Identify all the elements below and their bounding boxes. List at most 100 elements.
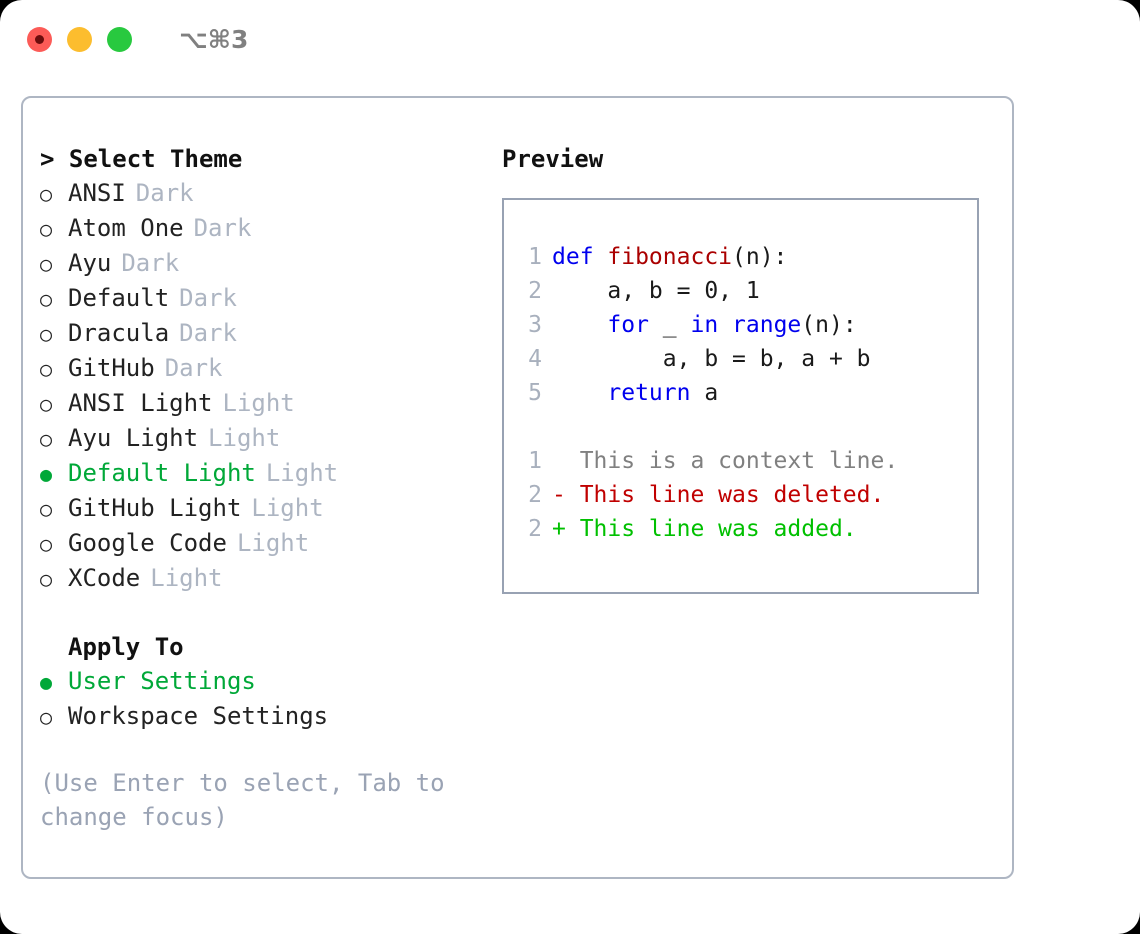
traffic-lights xyxy=(27,26,132,52)
theme-list-item[interactable]: ○ Ayu Light Light xyxy=(40,421,486,456)
theme-label: ANSI xyxy=(68,179,126,207)
code-token-keyword: def xyxy=(552,244,608,270)
theme-badge: Light xyxy=(150,564,223,592)
code-content: return a xyxy=(552,376,718,410)
radio-icon[interactable]: ○ xyxy=(40,322,53,346)
theme-label: ANSI Light xyxy=(68,389,213,417)
main-panel: > Select Theme ○ ANSI Dark ○ Atom One Da… xyxy=(21,96,1014,879)
theme-list-item[interactable]: ○ Atom One Dark xyxy=(40,211,486,246)
code-line: 3 for _ in range(n): xyxy=(518,308,977,342)
diff-line-added: 2 + This line was added. xyxy=(518,512,977,546)
theme-label: Ayu Light xyxy=(68,424,199,452)
code-token-plain: _ xyxy=(648,312,691,338)
theme-badge: Dark xyxy=(179,284,237,312)
recording-indicator-icon xyxy=(35,34,44,44)
maximize-button-icon[interactable] xyxy=(107,26,132,52)
radio-icon[interactable]: ○ xyxy=(40,287,53,311)
theme-badge: Dark xyxy=(164,354,223,382)
theme-badge: Dark xyxy=(179,319,237,347)
preview-column: Preview 1 def fibonacci(n): 2 a, b = 0, … xyxy=(486,142,1012,877)
code-token-plain: (n): xyxy=(732,244,788,270)
code-line: 2 a, b = 0, 1 xyxy=(518,274,977,308)
theme-badge: Light xyxy=(236,529,310,557)
diff-gap-spacer xyxy=(518,410,977,444)
apply-to-label: Workspace Settings xyxy=(68,702,329,730)
radio-icon[interactable]: ○ xyxy=(40,357,53,381)
window-title-shortcut: ⌥⌘3 xyxy=(179,24,249,54)
theme-selector-column: > Select Theme ○ ANSI Dark ○ Atom One Da… xyxy=(23,142,486,877)
code-token-keyword: return xyxy=(607,380,691,406)
radio-icon[interactable]: ○ xyxy=(40,392,53,416)
radio-selected-icon[interactable]: ● xyxy=(40,670,53,694)
diff-content: + This line was added. xyxy=(552,516,857,542)
line-number: 4 xyxy=(528,346,542,372)
theme-list-item[interactable]: ○ XCode Light xyxy=(40,561,486,596)
theme-list-item[interactable]: ○ GitHub Dark xyxy=(40,351,486,386)
code-token-plain xyxy=(718,312,732,338)
code-content: a, b = b, a + b xyxy=(552,342,871,376)
theme-badge: Light xyxy=(251,494,324,522)
apply-to-header: Apply To xyxy=(68,633,184,661)
theme-label: Default Light xyxy=(68,459,256,487)
apply-to-item-selected[interactable]: ● User Settings xyxy=(40,664,486,699)
apply-to-list: ● User Settings ○ Workspace Settings xyxy=(40,664,486,734)
title-bar: ⌥⌘3 xyxy=(0,0,1140,78)
minimize-button-icon[interactable] xyxy=(67,26,92,52)
code-token-plain xyxy=(552,312,607,338)
diff-content: - This line was deleted. xyxy=(552,482,885,508)
code-token-plain: a, b = b, a + b xyxy=(552,346,871,372)
line-number: 2 xyxy=(528,482,542,508)
radio-icon[interactable]: ○ xyxy=(40,427,53,451)
code-token-keyword: for xyxy=(607,312,649,338)
theme-label: Dracula xyxy=(68,319,170,347)
theme-list-item[interactable]: ○ Google Code Light xyxy=(40,526,486,561)
radio-icon[interactable]: ○ xyxy=(40,705,53,729)
theme-list-item[interactable]: ○ Ayu Dark xyxy=(40,246,486,281)
theme-badge: Light xyxy=(222,389,295,417)
line-number: 5 xyxy=(528,380,542,406)
apply-to-label: User Settings xyxy=(68,667,256,695)
diff-line-deleted: 2 - This line was deleted. xyxy=(518,478,977,512)
radio-icon[interactable]: ○ xyxy=(40,532,53,556)
theme-badge: Light xyxy=(265,459,339,487)
code-token-keyword: in xyxy=(690,312,719,338)
theme-label: Atom One xyxy=(68,214,184,242)
code-token-plain xyxy=(552,380,607,406)
theme-list: ○ ANSI Dark ○ Atom One Dark ○ Ayu Dark xyxy=(40,176,486,596)
theme-label: GitHub Light xyxy=(68,494,242,522)
theme-label: GitHub xyxy=(68,354,155,382)
theme-badge: Dark xyxy=(193,214,252,242)
radio-icon[interactable]: ○ xyxy=(40,567,53,591)
theme-badge: Light xyxy=(208,424,281,452)
radio-icon[interactable]: ○ xyxy=(40,252,53,276)
radio-icon[interactable]: ○ xyxy=(40,497,53,521)
code-token-plain: a xyxy=(690,380,719,406)
preview-box: 1 def fibonacci(n): 2 a, b = 0, 1 3 for … xyxy=(502,198,979,594)
line-number: 2 xyxy=(528,516,542,542)
theme-list-item-selected[interactable]: ● Default Light Light xyxy=(40,456,486,491)
theme-list-item[interactable]: ○ GitHub Light Light xyxy=(40,491,486,526)
code-token-plain: (n): xyxy=(801,312,857,338)
select-theme-header: > Select Theme xyxy=(40,145,243,173)
theme-list-item[interactable]: ○ ANSI Dark xyxy=(40,176,486,211)
radio-icon[interactable]: ○ xyxy=(40,182,53,206)
code-line: 5 return a xyxy=(518,376,977,410)
close-button-icon[interactable] xyxy=(27,26,52,52)
radio-selected-icon[interactable]: ● xyxy=(40,462,53,486)
apply-to-item[interactable]: ○ Workspace Settings xyxy=(40,699,486,734)
theme-list-item[interactable]: ○ Dracula Dark xyxy=(40,316,486,351)
list-spacer xyxy=(40,596,486,630)
theme-badge: Dark xyxy=(121,249,180,277)
radio-icon[interactable]: ○ xyxy=(40,217,53,241)
theme-label: XCode xyxy=(68,564,141,592)
theme-list-item[interactable]: ○ ANSI Light Light xyxy=(40,386,486,421)
code-content: a, b = 0, 1 xyxy=(552,274,759,308)
line-number: 1 xyxy=(528,244,542,270)
theme-list-item[interactable]: ○ Default Dark xyxy=(40,281,486,316)
line-number: 3 xyxy=(528,312,542,338)
code-line: 4 a, b = b, a + b xyxy=(518,342,977,376)
line-number: 1 xyxy=(528,448,542,474)
theme-label: Google Code xyxy=(68,529,227,557)
theme-label: Default xyxy=(68,284,170,312)
